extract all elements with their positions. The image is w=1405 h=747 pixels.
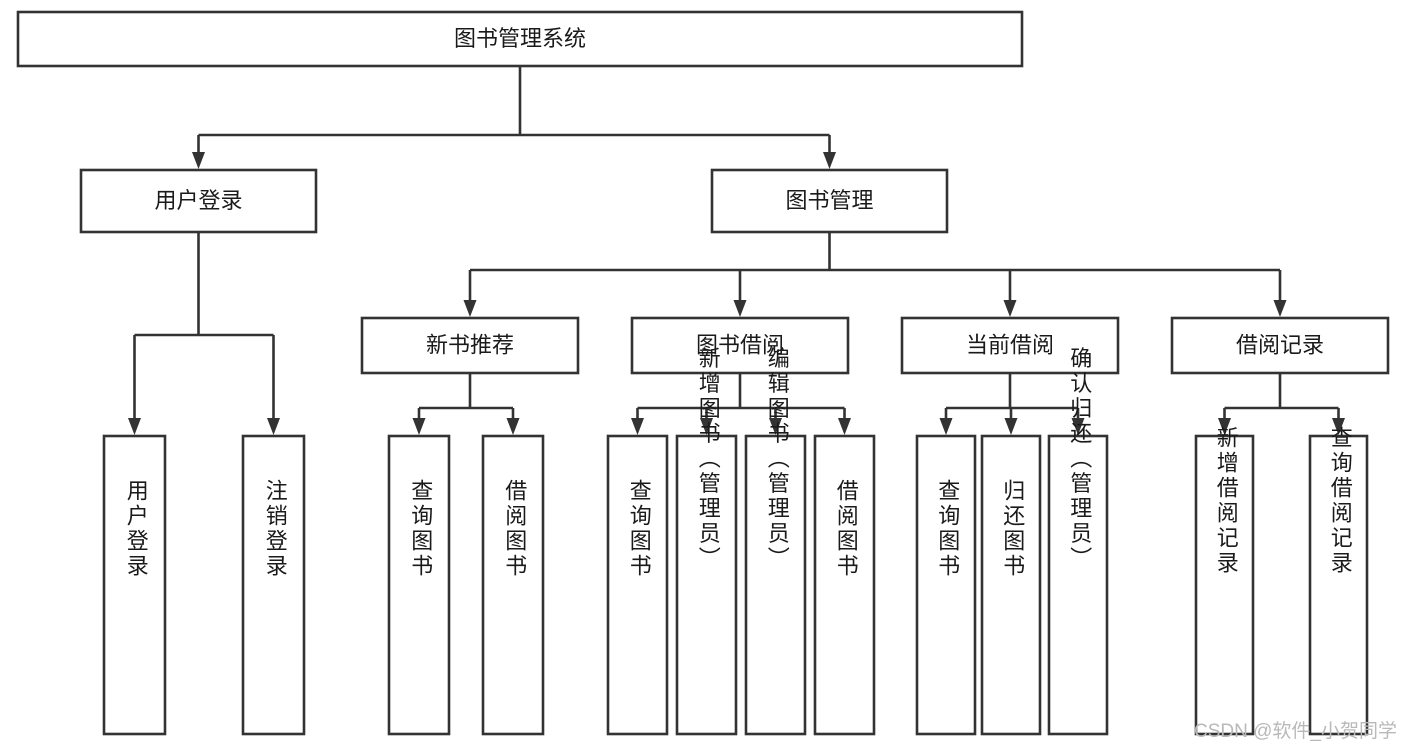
- node-label: 查询图书: [627, 479, 652, 579]
- node-label: 借阅图书: [502, 479, 527, 579]
- node-leaf-query-book-2[interactable]: 查询图书: [606, 434, 669, 736]
- node-leaf-query-book-1[interactable]: 查询图书: [387, 434, 451, 736]
- node-label: 查询图书: [408, 479, 433, 579]
- node-box: [813, 434, 876, 736]
- node-leaf-query-book-3[interactable]: 查询图书: [915, 434, 977, 736]
- arrow-head-icon: [412, 418, 426, 435]
- node-box: [387, 434, 451, 736]
- node-leaf-user-login[interactable]: 用户登录: [102, 434, 167, 736]
- node-label: 查询图书: [935, 479, 960, 579]
- node-label: 当前借阅: [966, 332, 1054, 357]
- node-box: [481, 434, 545, 736]
- arrow-head-icon: [1071, 418, 1085, 435]
- arrow-head-icon: [700, 418, 713, 435]
- node-label: 用户登录: [124, 479, 149, 579]
- arrow-head-icon: [267, 418, 280, 435]
- arrow-head-icon: [838, 418, 851, 435]
- arrow-head-icon: [1332, 418, 1345, 435]
- node-label: 新增借阅记录: [1214, 426, 1239, 576]
- node-box: [606, 434, 669, 736]
- node-label: 借阅记录: [1236, 332, 1324, 357]
- node-box: [630, 316, 850, 375]
- node-leaf-query-borrow-record[interactable]: 查询借阅记录: [1308, 426, 1369, 736]
- arrow-head-icon: [506, 418, 520, 435]
- node-box: [675, 434, 738, 736]
- node-box: [980, 434, 1042, 736]
- node-leaf-confirm-return[interactable]: 确认归还（管理员）: [1047, 347, 1109, 736]
- node-label: 注销登录: [263, 479, 288, 579]
- arrow-head-icon: [128, 418, 141, 435]
- node-box: [16, 10, 1024, 68]
- node-user-login[interactable]: 用户登录: [79, 168, 318, 234]
- node-box: [710, 168, 949, 234]
- node-label: 编辑图书（管理员）: [765, 347, 790, 572]
- node-label: 图书借阅: [696, 332, 784, 357]
- node-label: 用户登录: [154, 188, 242, 213]
- node-box: [79, 168, 318, 234]
- watermark-text: CSDN @软件_小贺同学: [1194, 721, 1397, 742]
- node-box: [1047, 434, 1109, 736]
- connector-layer: [128, 66, 1345, 435]
- node-label: 查询借阅记录: [1328, 426, 1353, 576]
- node-book-management[interactable]: 图书管理: [710, 168, 949, 234]
- node-current-borrow[interactable]: 当前借阅: [900, 316, 1120, 375]
- node-root[interactable]: 图书管理系统: [16, 10, 1024, 68]
- arrow-head-icon: [463, 300, 477, 317]
- node-box: [915, 434, 977, 736]
- node-leaf-edit-book[interactable]: 编辑图书（管理员）: [744, 347, 807, 736]
- node-label: 确认归还（管理员）: [1067, 347, 1092, 572]
- arrow-head-icon: [1003, 300, 1017, 317]
- node-label: 新书推荐: [426, 332, 514, 357]
- node-leaf-add-book[interactable]: 新增图书（管理员）: [675, 347, 738, 736]
- node-leaf-borrow-book-1[interactable]: 借阅图书: [481, 434, 545, 736]
- node-box: [360, 316, 580, 375]
- arrow-head-icon: [823, 152, 836, 169]
- node-box: [1194, 434, 1255, 736]
- node-leaf-borrow-book-2[interactable]: 借阅图书: [813, 434, 876, 736]
- node-leaf-add-borrow-record[interactable]: 新增借阅记录: [1194, 426, 1255, 736]
- node-label: 图书管理: [785, 188, 873, 213]
- node-layer: 图书管理系统用户登录图书管理新书推荐图书借阅当前借阅借阅记录用户登录注销登录查询…: [16, 10, 1390, 736]
- node-leaf-user-logout[interactable]: 注销登录: [241, 434, 306, 736]
- node-leaf-return-book[interactable]: 归还图书: [980, 434, 1042, 736]
- node-box: [1170, 316, 1390, 375]
- node-label: 图书管理系统: [454, 26, 586, 51]
- node-box: [744, 434, 807, 736]
- node-box: [900, 316, 1120, 375]
- node-box: [241, 434, 306, 736]
- arrow-head-icon: [192, 152, 205, 169]
- arrow-head-icon: [1273, 300, 1287, 317]
- arrow-head-icon: [1004, 418, 1018, 435]
- node-label: 借阅图书: [834, 479, 859, 579]
- node-label: 新增图书（管理员）: [696, 347, 721, 572]
- node-box: [102, 434, 167, 736]
- node-box: [1308, 434, 1369, 736]
- arrow-head-icon: [769, 418, 782, 435]
- arrow-head-icon: [939, 418, 953, 435]
- node-book-borrow[interactable]: 图书借阅: [630, 316, 850, 375]
- arrow-head-icon: [1218, 418, 1231, 435]
- node-new-book-recommend[interactable]: 新书推荐: [360, 316, 580, 375]
- arrow-head-icon: [631, 418, 644, 435]
- arrow-head-icon: [733, 300, 747, 317]
- node-label: 归还图书: [1000, 479, 1025, 579]
- node-borrow-record[interactable]: 借阅记录: [1170, 316, 1390, 375]
